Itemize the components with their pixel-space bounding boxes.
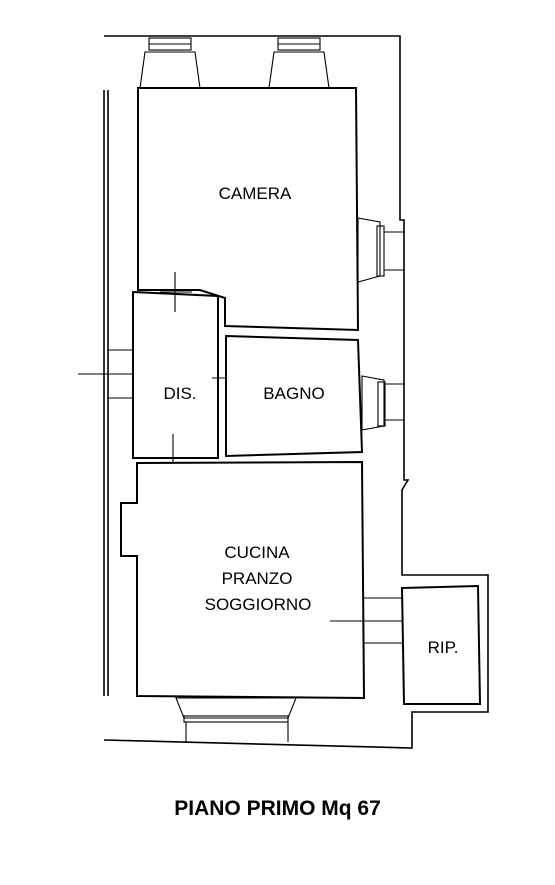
room-dis [132, 290, 219, 459]
label-rip: RIP. [428, 638, 459, 657]
room-camera [137, 87, 360, 332]
label-dis: DIS. [163, 384, 196, 403]
label-cucina: CUCINA [224, 543, 290, 562]
room-cucina [120, 460, 366, 700]
label-camera: CAMERA [219, 184, 292, 203]
label-pranzo: PRANZO [222, 569, 293, 588]
top-vents [139, 37, 330, 89]
label-bagno: BAGNO [263, 384, 324, 403]
camera-window [357, 217, 404, 283]
plan-caption: PIANO PRIMO Mq 67 [174, 797, 381, 820]
bottom-window [175, 697, 297, 742]
label-soggiorno: SOGGIORNO [205, 595, 312, 614]
room-bagno [225, 334, 364, 458]
outer-walls [103, 35, 489, 749]
room-rip [400, 584, 482, 705]
bagno-window [361, 375, 404, 431]
